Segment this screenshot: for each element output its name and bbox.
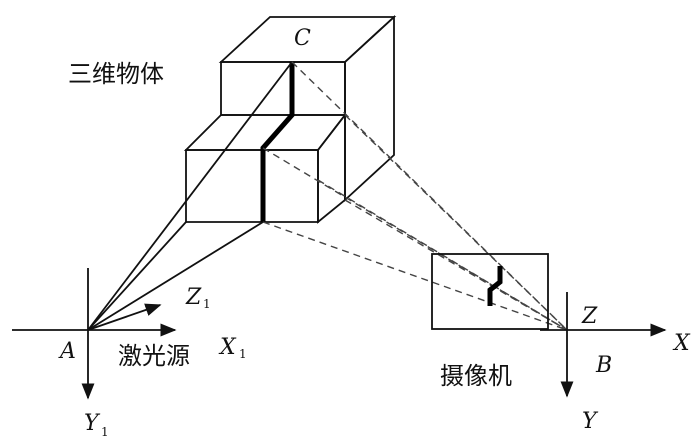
z1-axis-label: Z — [185, 285, 202, 310]
camera-axes — [540, 292, 667, 398]
laser-axes — [12, 268, 177, 400]
z1-axis-subscript: 1 — [203, 297, 211, 311]
x1-axis-subscript: 1 — [239, 347, 247, 361]
point-b-label: B — [595, 353, 612, 378]
y1-axis-label: Y — [84, 411, 101, 436]
laser-rays — [87, 61, 293, 331]
camera-projection-lines — [262, 61, 568, 331]
object-label: 三维物体 — [68, 60, 164, 88]
laser-source-label: 激光源 — [118, 342, 190, 370]
x-axis-label: X — [672, 331, 691, 356]
camera-image-plane — [431, 253, 549, 330]
x1-axis-label: X — [218, 335, 237, 360]
y1-axis-subscript: 1 — [101, 425, 109, 439]
point-a-label: A — [58, 339, 76, 364]
camera-label: 摄像机 — [440, 362, 512, 390]
image-stripe — [487, 266, 503, 306]
y-axis-label: Y — [582, 409, 599, 434]
object-laser-stripe — [260, 62, 295, 222]
point-c-label: C — [294, 26, 311, 51]
z-axis-label: Z — [581, 304, 598, 329]
